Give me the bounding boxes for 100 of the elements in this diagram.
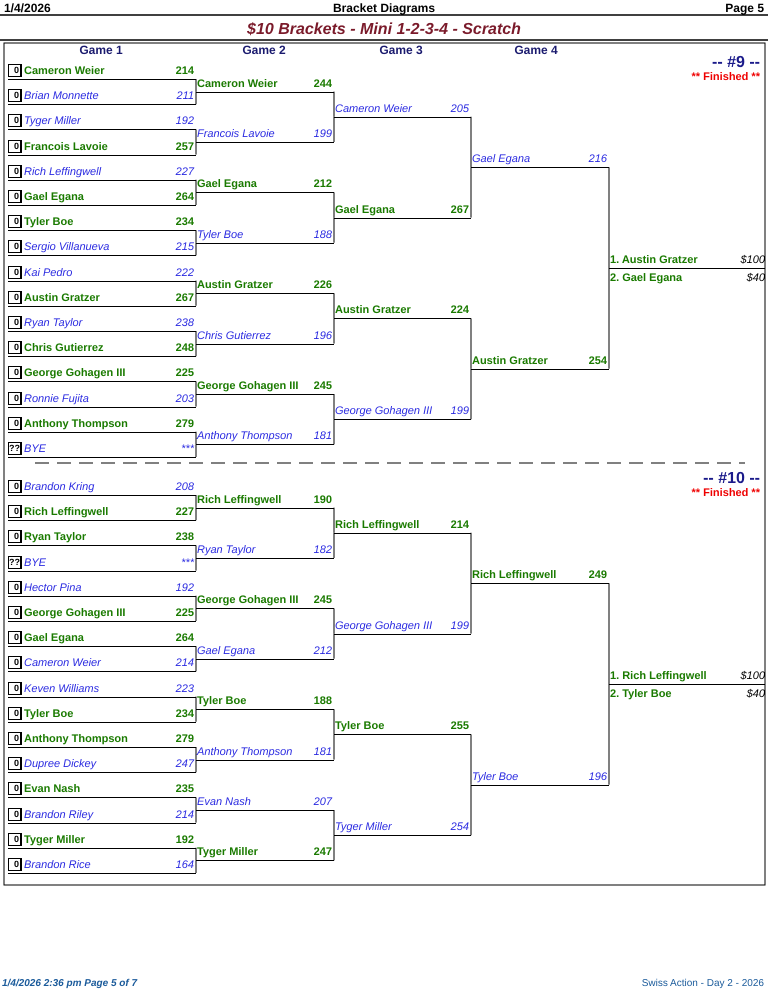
player-score: 203 [176,392,194,407]
place-name: 1. Austin Gratzer [610,253,698,268]
player-score: 208 [176,480,194,495]
player-name: Tyler Boe [197,228,244,243]
player-name: George Gohagen III [335,618,432,634]
seed-box: 0 [8,656,22,670]
bracket-connector [470,784,472,836]
seed-box: 0 [8,732,22,745]
player-name: Gael Egana [24,631,84,646]
player-score: 192 [176,832,194,848]
seed-box: 0 [8,706,22,720]
player-score: 245 [314,593,332,608]
player-name: Rich Leffingwell [24,505,108,520]
player-name: Tyler Boe [197,694,246,710]
player-name: Tyler Boe [24,215,74,230]
seed-box: ?? [8,442,22,455]
seed-box: ?? [8,556,22,569]
player-name: Rich Leffingwell [24,164,102,180]
bracket-slot [8,62,196,80]
player-score: 249 [588,568,607,584]
seed-box: 0 [8,89,22,102]
bracket-slot [8,390,196,408]
bracket-connector [608,268,610,370]
player-name: Brandon Kring [24,480,94,495]
column-header: Game 2 [242,43,286,57]
player-score: 238 [176,530,194,546]
player-name: Anthony Thompson [197,744,292,760]
player-score: 248 [176,341,194,356]
column-header: Game 4 [514,43,558,57]
player-name: Rich Leffingwell [197,492,282,508]
player-score: 214 [176,656,194,672]
player-name: George Gohagen III [24,366,126,382]
prize-amount: $40 [746,687,765,702]
bracket-slot [8,478,196,496]
player-score: 181 [314,744,332,760]
player-name: George Gohagen III [24,606,126,621]
player-score: 196 [314,328,332,344]
bracket-slot [8,856,196,874]
bracket-slot [8,138,196,156]
player-score: 267 [176,290,194,306]
page-number: Page 5 [725,1,764,15]
place-name: 2. Gael Egana [610,271,682,286]
player-name: Dupree Dickey [24,757,96,772]
player-score: 181 [314,429,332,444]
player-name: Brian Monnette [24,89,99,104]
seed-box: 0 [8,341,22,354]
player-name: Anthony Thompson [24,732,128,747]
player-score: 235 [176,782,194,798]
bracket-number: -- #10 -- [703,470,760,488]
player-score: *** [181,442,194,457]
player-score: 211 [176,89,194,104]
place-name: 1. Rich Leffingwell [610,669,707,684]
seed-box: 0 [8,530,22,544]
player-score: 182 [314,543,332,558]
player-score: 254 [588,354,607,369]
player-score: 247 [176,757,194,772]
player-score: 264 [176,631,194,646]
player-score: 279 [176,732,194,747]
bracket-slot [8,554,196,572]
bracket-connector [470,582,472,634]
player-name: Brandon Rice [24,858,91,873]
seed-box: 0 [8,290,22,304]
player-score: 267 [450,202,469,218]
seed-box: 0 [8,240,22,254]
seed-box: 0 [8,782,22,796]
bracket-slot [8,578,196,597]
player-name: Austin Gratzer [335,303,411,318]
player-name: Chris Gutierrez [24,341,104,356]
player-score: 214 [450,518,469,533]
header-title: Bracket Diagrams [332,1,436,15]
place-name: 2. Tyler Boe [610,687,672,702]
bracket-connector [470,166,472,218]
player-name: Tyler Boe [335,719,384,734]
player-score: 255 [450,719,469,734]
player-score: 190 [314,492,332,508]
player-score: 188 [314,228,332,243]
bracket-slot [8,730,196,748]
player-score: 264 [176,190,194,205]
bracket-connector [470,734,472,786]
player-score: 212 [314,644,332,659]
player-score: 245 [314,379,332,394]
seed-box: 0 [8,316,22,329]
seed-box: 0 [8,757,22,770]
player-name: Cameron Weier [197,76,278,92]
bracket-slot [8,806,196,824]
player-name: Sergio Villanueva [24,240,110,256]
bracket-slot [8,440,196,458]
status-text: ** Finished ** [692,71,760,83]
bracket-slot [8,238,196,256]
player-name: Austin Gratzer [472,354,548,369]
player-name: Austin Gratzer [197,278,273,294]
player-score: 192 [176,580,194,596]
seed-box: 0 [8,858,22,871]
player-name: Brandon Riley [24,808,94,823]
player-name: Gael Egana [197,644,256,659]
player-name: BYE [24,556,46,571]
bracket-slot [8,414,196,433]
bracket-slot [8,87,196,106]
prize-amount: $100 [740,669,765,684]
player-name: Ryan Taylor [24,316,82,331]
